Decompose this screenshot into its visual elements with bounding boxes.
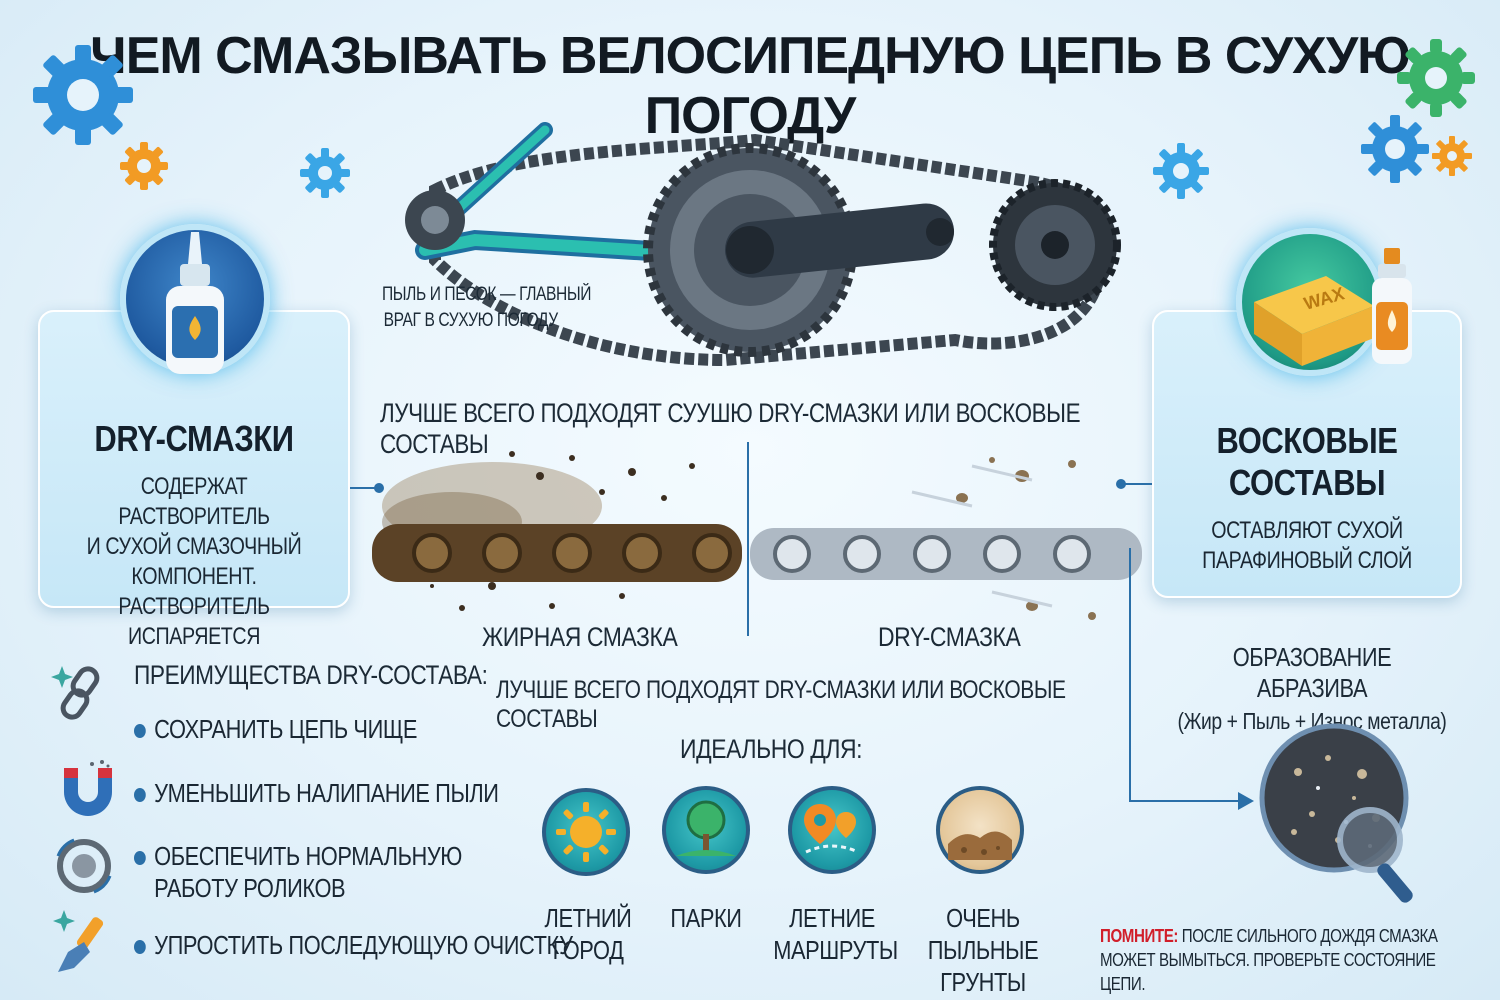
ideal-label-line: МАРШРУТЫ xyxy=(773,935,898,965)
dry-lubricant-line: КОМПОНЕНТ. xyxy=(131,563,257,590)
warning-label: ПОМНИТЕ: xyxy=(1100,926,1179,946)
benefit-text: СОХРАНИТЬ ЦЕПЬ ЧИЩЕ xyxy=(154,714,418,744)
gear-icon xyxy=(1361,115,1429,183)
dust-note-line: ВРАГ В СУХУЮ ПОГОДУ xyxy=(383,310,559,331)
tree-icon xyxy=(676,800,736,856)
ideal-label-line: ОЧЕНЬ ПЫЛЬНЫЕ xyxy=(927,903,1039,965)
wax-line: ОСТАВЛЯЮТ СУХОЙ xyxy=(1211,517,1403,544)
dust-note-line: ПЫЛЬ И ПЕСОК — ГЛАВНЫЙ xyxy=(382,284,592,305)
benefit-item: СОХРАНИТЬ ЦЕПЬ ЧИЩЕ xyxy=(134,714,417,745)
ideal-item-summer-city xyxy=(542,788,630,876)
warning-text: ПОСЛЕ СИЛЬНОГО ДОЖДЯ СМАЗКА МОЖЕТ ВЫМЫТЬ… xyxy=(1100,926,1438,994)
benefit-text: УПРОСТИТЬ ПОСЛЕДУЮЩУЮ ОЧИСТКУ xyxy=(154,930,573,960)
wax-title-line: ВОСКОВЫЕ xyxy=(1216,420,1398,461)
ideal-label: ЛЕТНИЕ МАРШРУТЫ xyxy=(773,902,898,966)
ideal-heading: ИДЕАЛЬНО ДЛЯ: xyxy=(680,734,863,764)
ideal-label-line: ПАРКИ xyxy=(670,903,742,933)
ideal-item-summer-routes xyxy=(788,786,876,874)
connector-line xyxy=(1124,483,1152,485)
chain-icon xyxy=(51,666,100,720)
page-title: ЧЕМ СМАЗЫВАТЬ ВЕЛОСИПЕДНУЮ ЦЕПЬ В СУХУЮ … xyxy=(90,27,1411,145)
dry-lubricant-line: РАСТВОРИТЕЛЬ ИСПАРЯЕТСЯ xyxy=(118,593,270,650)
dry-lubricant-description: СОДЕРЖАТ РАСТВОРИТЕЛЬ И СУХОЙ СМАЗОЧНЫЙ … xyxy=(38,472,350,652)
ideal-item-dusty-ground xyxy=(936,786,1024,874)
gear-icon xyxy=(300,148,350,198)
dry-lubricant-title-wrap: DRY-СМАЗКИ xyxy=(38,418,350,460)
greasy-lubricant-label: ЖИРНАЯ СМАЗКА xyxy=(482,622,678,652)
roller-icon xyxy=(56,838,112,894)
route-pin-icon xyxy=(804,804,859,854)
wax-title-line: СОСТАВЫ xyxy=(1228,462,1386,503)
top-caption: ЛУЧШЕ ВСЕГО ПОДХОДЯТ СУУШЮ DRY-СМАЗКИ ИЛ… xyxy=(380,398,1081,459)
gear-icon xyxy=(1397,39,1475,117)
wax-block-icon: WAX xyxy=(1254,248,1412,366)
wax-description: ОСТАВЛЯЮТ СУХОЙ ПАРАФИНОВЫЙ СЛОЙ xyxy=(1152,516,1462,576)
ideal-item-parks xyxy=(662,786,750,874)
ideal-label-line: ГРУНТЫ xyxy=(940,967,1026,997)
abrasive-title: ОБРАЗОВАНИЕ АБРАЗИВА xyxy=(1232,642,1392,703)
dry-lubricant-line: И СУХОЙ СМАЗОЧНЫЙ xyxy=(86,533,302,560)
middle-caption: ЛУЧШЕ ВСЕГО ПОДХОДЯТ DRY-СМАЗКИ ИЛИ ВОСК… xyxy=(496,676,1066,733)
bullet-icon xyxy=(134,851,146,866)
bullet-icon xyxy=(134,940,146,955)
brush-icon xyxy=(53,910,104,972)
magnifier-icon xyxy=(1259,723,1413,903)
connector-dot xyxy=(1116,479,1126,489)
benefit-item: УМЕНЬШИТЬ НАЛИПАНИЕ ПЫЛИ xyxy=(134,778,499,809)
dust-note: ПЫЛЬ И ПЕСОК — ГЛАВНЫЙ ВРАГ В СУХУЮ ПОГО… xyxy=(382,282,591,334)
chain-comparison-illustration xyxy=(372,442,1142,636)
gear-icon xyxy=(33,45,133,145)
benefit-text: УМЕНЬШИТЬ НАЛИПАНИЕ ПЫЛИ xyxy=(154,778,499,808)
dry-lubricant-label: DRY-СМАЗКА xyxy=(878,622,1021,652)
sun-icon xyxy=(556,802,616,862)
drivetrain-illustration xyxy=(405,122,1121,367)
connector-line xyxy=(1129,800,1241,802)
gear-icon xyxy=(120,142,168,190)
bullet-icon xyxy=(134,724,146,739)
benefit-item: УПРОСТИТЬ ПОСЛЕДУЮЩУЮ ОЧИСТКУ xyxy=(134,930,573,961)
benefits-heading: ПРЕИМУЩЕСТВА DRY-СОСТАВА: xyxy=(134,660,488,690)
ideal-label-line: ЛЕТНИЕ xyxy=(789,903,875,933)
ideal-label-line: ЛЕТНИЙ xyxy=(544,903,632,933)
ideal-label: ОЧЕНЬ ПЫЛЬНЫЕ ГРУНТЫ xyxy=(905,902,1061,998)
benefit-item: ОБЕСПЕЧИТЬ НОРМАЛЬНУЮ РАБОТУ РОЛИКОВ xyxy=(134,840,462,904)
wax-line: ПАРАФИНОВЫЙ СЛОЙ xyxy=(1202,547,1412,574)
arrow-head-icon xyxy=(1238,792,1254,810)
dry-lubricant-title: DRY-СМАЗКИ xyxy=(94,418,294,459)
bullet-icon xyxy=(134,788,146,803)
ideal-label-line: ГОРОД xyxy=(552,935,624,965)
ideal-label: ЛЕТНИЙ ГОРОД xyxy=(531,902,645,966)
wax-title-wrap: ВОСКОВЫЕ СОСТАВЫ xyxy=(1152,420,1462,504)
ideal-label: ПАРКИ xyxy=(651,902,762,934)
benefit-text: РАБОТУ РОЛИКОВ xyxy=(154,873,346,903)
lubricant-bottle-icon xyxy=(166,232,224,374)
magnet-icon xyxy=(64,760,112,816)
gear-icon xyxy=(1432,136,1472,176)
dirt-icon xyxy=(948,831,1012,860)
warning-note: ПОМНИТЕ: ПОСЛЕ СИЛЬНОГО ДОЖДЯ СМАЗКА МОЖ… xyxy=(1100,924,1470,996)
connector-dot xyxy=(374,483,384,493)
gear-icon xyxy=(1153,143,1209,199)
connector-line xyxy=(1129,548,1131,802)
dry-lubricant-line: СОДЕРЖАТ РАСТВОРИТЕЛЬ xyxy=(118,473,270,530)
benefit-text: ОБЕСПЕЧИТЬ НОРМАЛЬНУЮ xyxy=(154,841,462,871)
connector-line xyxy=(350,487,378,489)
